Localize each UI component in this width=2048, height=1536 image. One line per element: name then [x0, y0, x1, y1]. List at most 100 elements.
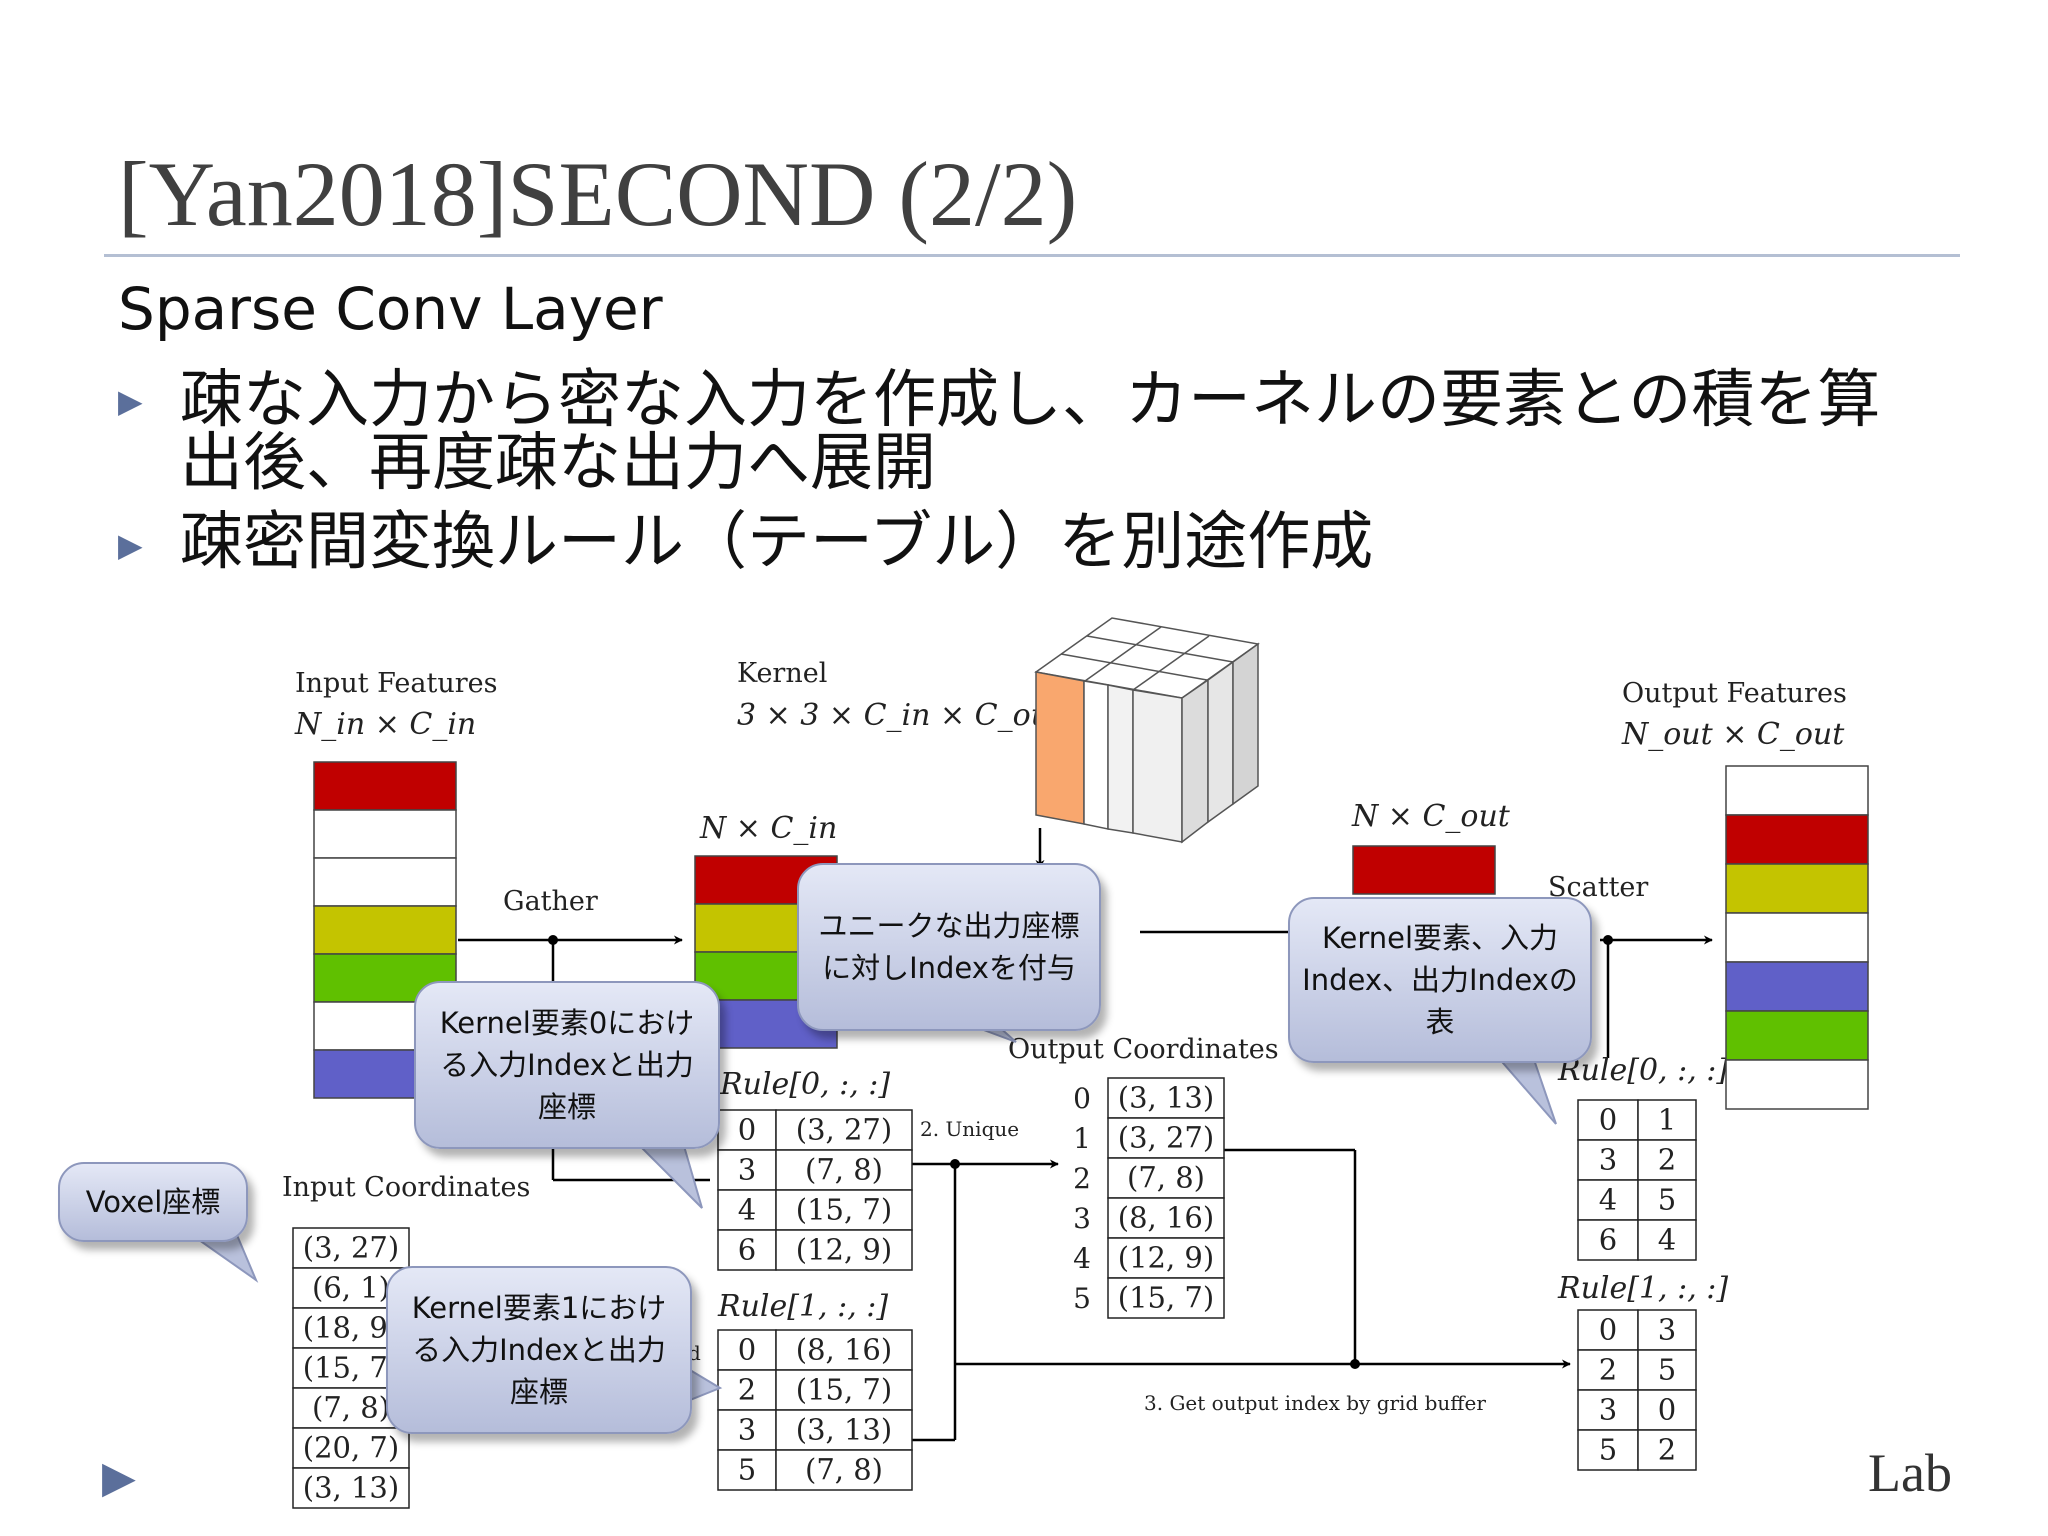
table-cell [1637, 1349, 1697, 1391]
table-cell-text: 1 [1658, 1103, 1676, 1137]
table-cell-text: (3, 27) [1118, 1121, 1214, 1155]
table-cell-text: (15, 7) [303, 1351, 399, 1385]
table-cell-text: 0 [1599, 1313, 1617, 1347]
table-cell [292, 1467, 410, 1509]
feature-cell [313, 761, 457, 811]
junction-dot [950, 1159, 960, 1169]
table-cell [1637, 1309, 1697, 1351]
kernel-highlight-column [1035, 671, 1085, 825]
table-cell-text: (3, 13) [1118, 1081, 1214, 1115]
output-coordinates-table: (3, 13) (3, 27) (7, 8) (8, 16) (12, 9) (15, 7… [1073, 1077, 1225, 1319]
callout-kernel-table: Kernel要素、入力Index、出力Indexの表 [1288, 897, 1592, 1063]
table-cell-text: (15, 7) [796, 1193, 892, 1227]
rule-in-1-label: Rule[1, :, :] [717, 1289, 888, 1324]
triangle-right-icon: ▶ [118, 526, 143, 564]
title-divider [104, 254, 1960, 257]
junction-dot [1350, 1359, 1360, 1369]
output-features-label: Output Features [1622, 678, 1847, 709]
table-cell-text: 3 [738, 1413, 756, 1447]
feature-cell [313, 905, 457, 955]
output-features-dims: N_out × C_out [1621, 717, 1845, 752]
output-index-label: 5 [1073, 1282, 1091, 1315]
table-cell-text: 4 [1658, 1223, 1676, 1257]
kernel-dims: 3 × 3 × C_in × C_out [737, 698, 1063, 733]
input-coordinates-label: Input Coordinates [282, 1172, 530, 1203]
slide-title: [Yan2018]SECOND (2/2) [118, 143, 1078, 245]
rule-out-1-label: Rule[1, :, :] [1557, 1271, 1728, 1306]
table-cell [1637, 1429, 1697, 1471]
feature-cell [1725, 765, 1869, 816]
table-cell-text: (3, 13) [303, 1471, 399, 1505]
callout-kernel0: Kernel要素0における入力Indexと出力座標 [414, 981, 720, 1149]
output-index-label: 4 [1073, 1242, 1091, 1275]
table-cell-text: 6 [738, 1233, 756, 1267]
table-cell-text: 0 [1599, 1103, 1617, 1137]
gather-label: Gather [503, 886, 598, 917]
table-cell-text: 5 [738, 1453, 756, 1487]
table-cell-text: (3, 27) [796, 1113, 892, 1147]
feature-cell [313, 809, 457, 859]
table-cell-text: (15, 7) [796, 1373, 892, 1407]
table-cell [1107, 1197, 1225, 1239]
table-cell [775, 1369, 913, 1411]
junction-dot [1603, 935, 1613, 945]
table-cell-text: 2 [1658, 1433, 1676, 1467]
callout-voxel: Voxel座標 [58, 1162, 248, 1242]
feature-cell [1725, 1010, 1869, 1061]
feature-cell [1725, 814, 1869, 865]
table-cell [775, 1149, 913, 1191]
table-cell-text: 3 [1599, 1143, 1617, 1177]
table-cell-text: 5 [1658, 1183, 1676, 1217]
triangle-right-icon: ▶ [118, 382, 143, 420]
feature-cell [1352, 845, 1496, 895]
table-cell [775, 1449, 913, 1491]
table-cell-text: (8, 16) [1118, 1201, 1214, 1235]
table-cell-text: (3, 13) [796, 1413, 892, 1447]
table-cell [1107, 1237, 1225, 1279]
table-cell [1107, 1277, 1225, 1319]
table-cell-text: (12, 9) [1118, 1241, 1214, 1275]
kernel-label: Kernel [737, 658, 827, 689]
rule-in-0-label: Rule[0, :, :] [719, 1067, 890, 1102]
table-cell [717, 1189, 777, 1231]
table-cell-text: 0 [738, 1113, 756, 1147]
table-cell-text: (6, 1) [312, 1271, 390, 1305]
table-cell-text: 5 [1599, 1433, 1617, 1467]
lab-logo: Lab [1868, 1443, 1952, 1503]
table-cell [1107, 1077, 1225, 1119]
output-features-stack [1725, 765, 1869, 1110]
table-cell [292, 1427, 410, 1469]
callout-tail-kernel0 [637, 1145, 703, 1209]
output-index-label: 2 [1073, 1162, 1091, 1195]
table-cell [775, 1229, 913, 1271]
input-features-dims: N_in × C_in [294, 707, 476, 742]
table-cell [1577, 1219, 1639, 1261]
triangle-right-icon: ▶ [102, 1452, 136, 1503]
callout-unique-output: ユニークな出力座標に対しIndexを付与 [797, 863, 1101, 1031]
table-cell-text: (7, 8) [805, 1153, 883, 1187]
rule-in-0-table: 0(3, 27)3(7, 8)4(15, 7)6(12, 9) [717, 1109, 913, 1271]
table-cell-text: (15, 7) [1118, 1281, 1214, 1315]
slide-subtitle: Sparse Conv Layer [118, 275, 663, 343]
junction-dot [548, 935, 558, 945]
table-cell-text: (3, 27) [303, 1231, 399, 1265]
table-cell-text: 4 [738, 1193, 756, 1227]
table-cell-text: 2 [1599, 1353, 1617, 1387]
output-index-label: 0 [1073, 1082, 1091, 1115]
table-cell [717, 1329, 777, 1371]
output-index-label: 3 [1073, 1202, 1091, 1235]
table-cell-text: 3 [738, 1153, 756, 1187]
table-cell-text: (7, 8) [1127, 1161, 1205, 1195]
table-cell-text: (20, 7) [303, 1431, 399, 1465]
bullet-item: 疎な入力から密な入力を作成し、カーネルの要素との積を算出後、再度疎な出力へ展開 [180, 363, 1881, 499]
table-cell [775, 1409, 913, 1451]
table-cell-text: 4 [1599, 1183, 1617, 1217]
rule-out-0-label: Rule[0, :, :] [1557, 1053, 1728, 1088]
table-cell [775, 1109, 913, 1151]
convolved-features-stack [1352, 845, 1496, 895]
table-cell [1637, 1389, 1697, 1431]
step-unique-label: 2. Unique [920, 1117, 1019, 1141]
gathered-dims: N × C_in [699, 811, 837, 846]
